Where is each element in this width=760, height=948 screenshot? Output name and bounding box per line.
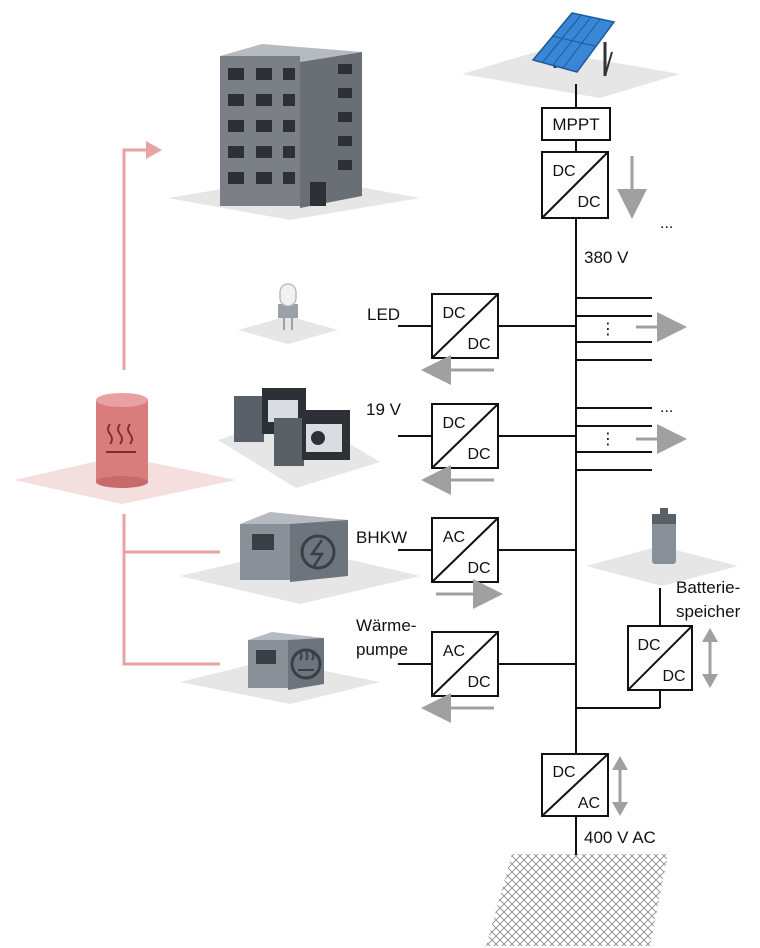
battery-converter: DC DC: [627, 625, 693, 691]
heatpump-converter-top: AC: [443, 643, 465, 660]
led-vdots: ⋮: [600, 321, 616, 338]
grid-converter: DC AC: [541, 753, 609, 817]
v19-converter-top: DC: [442, 415, 465, 432]
v19-converter-bottom: DC: [467, 446, 490, 463]
computer-icon: [218, 388, 380, 488]
bhkw-label: BHKW: [356, 528, 407, 547]
office-building-icon: [168, 44, 420, 220]
bhkw-converter-top: AC: [443, 529, 465, 546]
solar-converter: DC DC: [541, 151, 609, 219]
v19-converter: DC DC: [431, 403, 499, 469]
bus-voltage-label: 380 V: [584, 248, 629, 267]
chp-unit-icon: [180, 512, 420, 604]
bhkw-converter: AC DC: [431, 517, 499, 583]
battery-flow-arrow: [702, 628, 718, 688]
led-bus-branches: [576, 297, 652, 361]
top-ellipsis: ...: [660, 215, 673, 232]
v19-vdots: ⋮: [600, 431, 616, 448]
heatpump-label-line2: pumpe: [356, 640, 408, 659]
solar-converter-bottom: DC: [577, 194, 600, 211]
led-converter-bottom: DC: [467, 336, 490, 353]
battery-icon: [586, 508, 738, 586]
mppt-label: MPPT: [552, 115, 599, 134]
power-grid-icon: [486, 854, 668, 946]
solar-panel-icon: [462, 12, 680, 98]
led-converter: DC DC: [431, 293, 499, 359]
ac-voltage-label: 400 V AC: [584, 828, 656, 847]
battery-converter-bottom: DC: [662, 668, 685, 685]
grid-converter-top: DC: [552, 764, 575, 781]
led-label: LED: [367, 305, 400, 324]
heat-pipes: [122, 148, 220, 666]
grid-flow-arrow: [612, 756, 628, 816]
battery-label-line1: Batterie-: [676, 578, 740, 597]
battery-label-line2: speicher: [676, 602, 741, 621]
v19-ellipsis: ...: [660, 399, 673, 416]
v19-label: 19 V: [366, 400, 402, 419]
heatpump-converter-bottom: DC: [467, 674, 490, 691]
battery-converter-top: DC: [637, 637, 660, 654]
mppt-box: [541, 107, 611, 141]
led-bulb-icon: [238, 283, 338, 344]
heatpump-converter: AC DC: [431, 631, 499, 697]
grid-converter-bottom: AC: [578, 795, 600, 812]
solar-converter-top: DC: [552, 163, 575, 180]
v19-bus-branches: [576, 407, 652, 471]
bhkw-converter-bottom: DC: [467, 560, 490, 577]
led-converter-top: DC: [442, 305, 465, 322]
heat-pump-icon: [180, 632, 380, 704]
heatpump-label-line1: Wärme-: [356, 616, 416, 635]
heat-storage-tank-icon: [14, 393, 236, 504]
heat-pipe-arrowhead: [146, 141, 162, 159]
